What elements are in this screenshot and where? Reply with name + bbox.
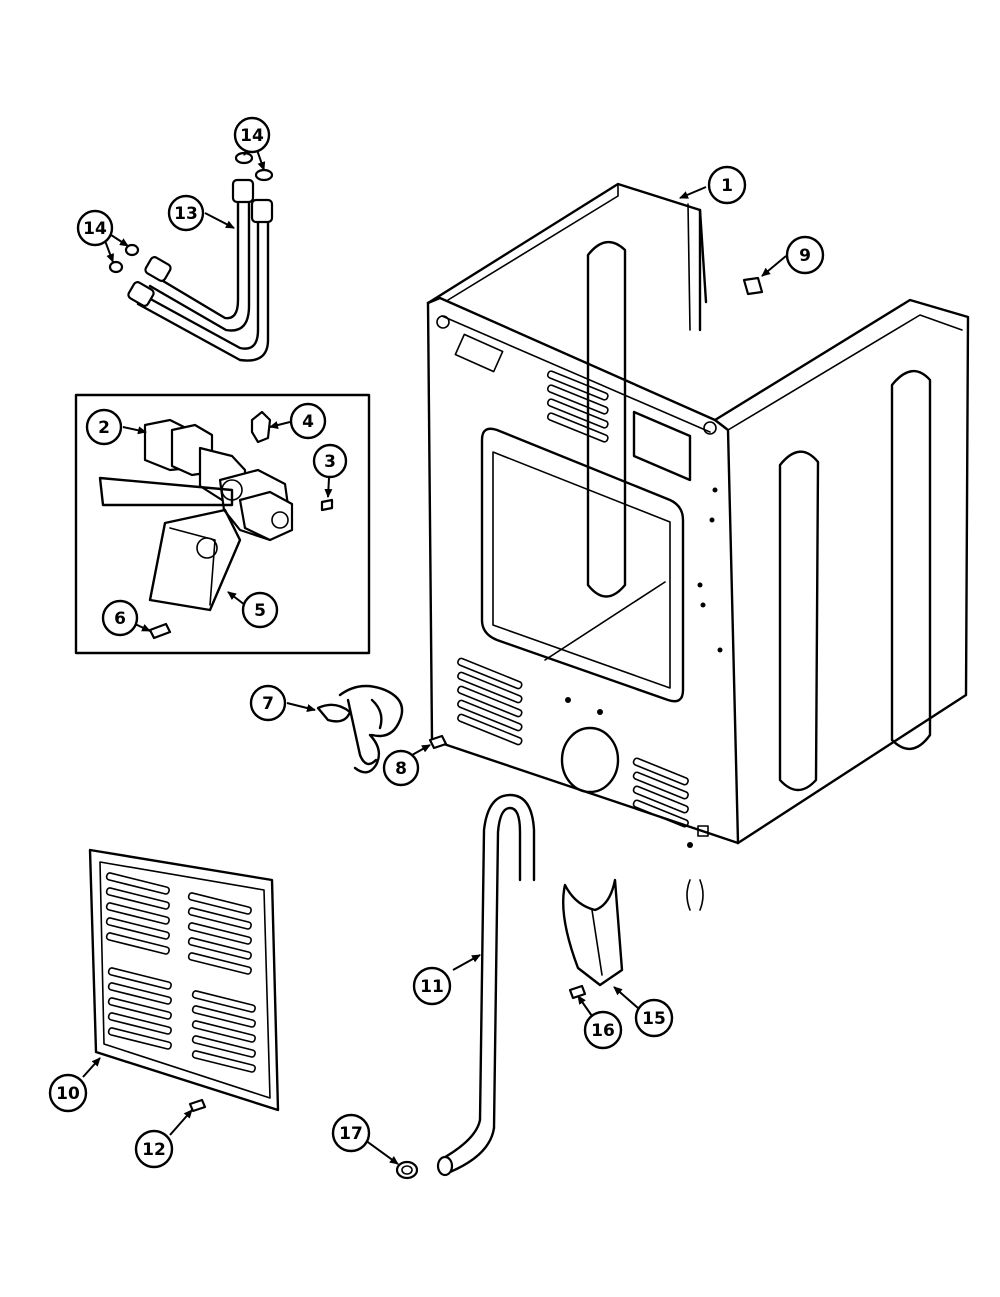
callout-11-label: 11: [420, 977, 444, 997]
part-12-screw: [188, 1098, 207, 1113]
part-7-bracket: [316, 684, 404, 774]
callout-17: 17: [331, 1113, 371, 1153]
callout-6-label: 6: [114, 609, 126, 629]
callout-2-label: 2: [98, 418, 110, 438]
lower-right-louvers: [632, 757, 689, 828]
callout-13-label: 13: [174, 204, 198, 224]
callout-16: 16: [583, 1010, 623, 1050]
callout-12: 12: [134, 1129, 174, 1169]
panel-louvers: [105, 872, 256, 1073]
rear-panel: [88, 848, 280, 1112]
callout-9-label: 9: [799, 246, 811, 266]
callout-6: 6: [101, 599, 139, 637]
top-louvers: [546, 370, 609, 443]
callout-9: 9: [785, 235, 825, 275]
callout-15: 15: [634, 998, 674, 1038]
callout-13: 13: [167, 194, 205, 232]
part-8-screw: [428, 734, 448, 750]
callout-8: 8: [382, 749, 420, 787]
part-9-clip: [742, 276, 764, 296]
callout-14-top-label: 14: [240, 126, 264, 146]
callout-15-label: 15: [642, 1009, 666, 1029]
callout-3: 3: [312, 443, 348, 479]
callout-5-label: 5: [254, 601, 266, 621]
leader-lines: [82, 146, 787, 1165]
callout-1-label: 1: [721, 176, 733, 196]
callout-11: 11: [412, 966, 452, 1006]
callout-7: 7: [249, 684, 287, 722]
part-16-screw: [568, 984, 587, 1000]
callout-4: 4: [289, 402, 327, 440]
cabinet: [426, 182, 970, 911]
lower-left-louvers: [457, 657, 523, 746]
inlet-hoses: [108, 151, 274, 362]
callout-3-label: 3: [324, 452, 336, 472]
callout-14-top: 14: [233, 116, 271, 154]
part-15-hose-guide: [562, 878, 624, 987]
callout-14-left: 14: [76, 209, 114, 247]
drain-hose: [436, 793, 536, 1177]
callout-4-label: 4: [302, 412, 314, 432]
callout-8-label: 8: [395, 759, 407, 779]
callout-16-label: 16: [591, 1021, 615, 1041]
valve-assembly-box: [74, 393, 371, 655]
callout-1: 1: [707, 165, 747, 205]
callout-10: 10: [48, 1073, 88, 1113]
callout-10-label: 10: [56, 1084, 80, 1104]
callout-12-label: 12: [142, 1140, 166, 1160]
callout-17-label: 17: [339, 1124, 363, 1144]
callout-7-label: 7: [262, 694, 274, 714]
part-17-clamp: [395, 1160, 419, 1180]
callout-14-left-label: 14: [83, 219, 107, 239]
callout-5: 5: [241, 591, 279, 629]
callout-2: 2: [85, 408, 123, 446]
